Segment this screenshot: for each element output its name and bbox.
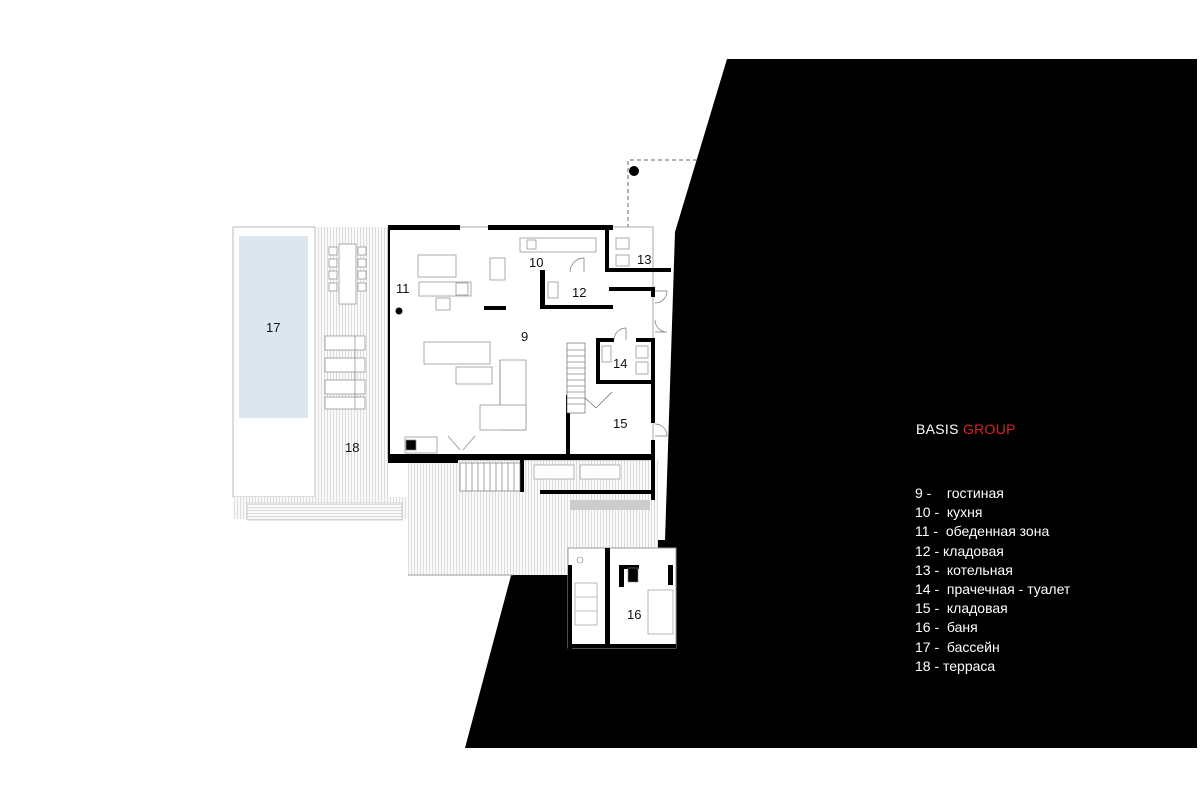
laundry-fixtures (601, 345, 649, 375)
room-number-13: 13 (637, 252, 651, 267)
legend-item: 17 - бассейн (915, 638, 1000, 655)
legend-item: 16 - баня (915, 619, 978, 636)
room-number-9: 9 (521, 329, 528, 344)
legend-item: 15 - кладовая (915, 600, 1008, 617)
legend-item: 11 - обеденная зона (915, 523, 1050, 540)
kitchen-fixtures (489, 237, 630, 299)
room-number-17: 17 (266, 320, 280, 335)
room-legend: 9 - гостиная 10 - кухня 11 - обеденная з… (915, 484, 1070, 676)
interior-stair (566, 342, 613, 414)
brand-word-group: GROUP (962, 421, 1016, 437)
room-number-15: 15 (613, 416, 627, 431)
entry-mat (570, 500, 650, 510)
structural-column (395, 307, 403, 315)
walls (388, 225, 671, 500)
outdoor-stair (459, 462, 521, 492)
living-furniture (404, 341, 527, 454)
bath-house-fixtures (574, 556, 674, 635)
brand-title: BASIS GROUP (916, 421, 1016, 437)
legend-item: 14 - прачечная - туалет (915, 580, 1071, 597)
legend-item: 12 - кладовая (915, 542, 1004, 559)
canopy-outline (627, 159, 700, 228)
room-number-12: 12 (572, 285, 586, 300)
room-number-11: 11 (396, 281, 410, 296)
room-number-16: 16 (627, 607, 641, 622)
legend-item: 9 - гостиная (915, 485, 1004, 501)
brand-word-basis: BASIS (916, 421, 959, 437)
column-marker (629, 166, 639, 176)
legend-item: 18 - терраса (915, 657, 996, 674)
outdoor-dining-table (328, 243, 367, 305)
sun-loungers (324, 335, 366, 410)
room-number-18: 18 (345, 440, 359, 455)
door-swings (569, 257, 668, 437)
bath-house-walls (568, 548, 676, 649)
front-steps (246, 502, 403, 521)
room-number-10: 10 (529, 255, 543, 270)
legend-item: 13 - котельная (915, 561, 1013, 578)
pool (239, 236, 308, 418)
terrace-benches (533, 464, 621, 480)
room-number-14: 14 (613, 356, 627, 371)
legend-item: 10 - кухня (915, 504, 983, 521)
dining-table (417, 254, 472, 311)
